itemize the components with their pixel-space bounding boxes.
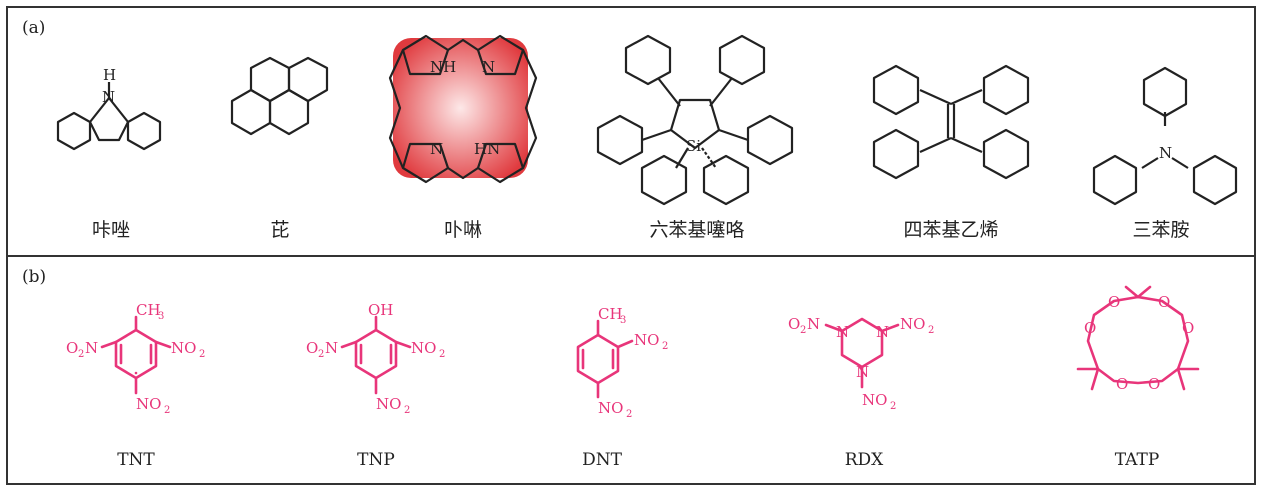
svg-text:2: 2: [662, 341, 668, 352]
svg-text:O: O: [306, 339, 318, 357]
svg-text:CH: CH: [136, 301, 161, 319]
svg-text:O: O: [1084, 319, 1096, 337]
svg-text:2: 2: [164, 405, 170, 416]
pyrene-label: 芘: [270, 219, 290, 241]
svg-text:O: O: [1182, 319, 1194, 337]
svg-text:Si: Si: [686, 137, 701, 155]
svg-text:2: 2: [439, 349, 445, 360]
svg-text:2: 2: [890, 401, 896, 412]
svg-text:N: N: [856, 363, 869, 381]
svg-text:NO: NO: [136, 395, 161, 413]
tetraphenylethylene-structure: [872, 64, 1030, 180]
svg-text:OH: OH: [368, 301, 393, 319]
hexaphenylsilole-structure: Si: [596, 34, 794, 206]
tatp-structure: O O O O O O: [1076, 285, 1200, 393]
svg-text:O: O: [788, 315, 800, 333]
svg-text:O: O: [1116, 375, 1128, 393]
svg-text:2: 2: [199, 349, 205, 360]
hexaphenylsilole-label: 六苯基噻咯: [649, 219, 745, 241]
panel-a-structures: H N NH N N HN: [56, 34, 1238, 206]
svg-text:NH: NH: [430, 58, 456, 76]
svg-text:N: N: [836, 323, 849, 341]
svg-text:3: 3: [158, 311, 164, 322]
svg-text:2: 2: [78, 349, 84, 360]
rdx-label: RDX: [844, 450, 884, 470]
tatp-label: TATP: [1114, 450, 1160, 470]
svg-text:NO: NO: [411, 339, 436, 357]
svg-text:O: O: [1148, 375, 1160, 393]
panel-a-label: (a): [22, 18, 46, 38]
panel-b-label: (b): [22, 267, 47, 287]
svg-text:H: H: [103, 66, 116, 84]
tetraphenylethylene-label: 四苯基乙烯: [903, 219, 999, 241]
triphenylamine-structure: N: [1092, 66, 1238, 206]
svg-text:2: 2: [928, 325, 934, 336]
svg-text:N: N: [325, 339, 338, 357]
panel-a: (a) H N: [6, 6, 1256, 257]
svg-text:3: 3: [620, 315, 626, 326]
svg-text:NO: NO: [171, 339, 196, 357]
svg-text:NO: NO: [598, 399, 623, 417]
pyrene-structure: [230, 56, 329, 136]
tnp-label: TNP: [357, 450, 395, 470]
carbazole-structure: H N: [56, 66, 162, 151]
svg-text:2: 2: [800, 325, 806, 336]
svg-text:N: N: [102, 88, 115, 106]
svg-text:NO: NO: [376, 395, 401, 413]
carbazole-label: 咔唑: [91, 219, 130, 241]
svg-text:O: O: [66, 339, 78, 357]
svg-text:2: 2: [404, 405, 410, 416]
svg-text:NO: NO: [900, 315, 925, 333]
triphenylamine-label: 三苯胺: [1132, 219, 1190, 241]
svg-text:O: O: [1108, 293, 1120, 311]
svg-text:CH: CH: [598, 305, 623, 323]
svg-text:N: N: [876, 323, 889, 341]
porphyrin-structure: NH N N HN: [388, 34, 538, 184]
svg-text:N: N: [482, 58, 495, 76]
svg-text:NO: NO: [862, 391, 887, 409]
tnt-label: TNT: [117, 450, 155, 470]
svg-text:NO: NO: [634, 331, 659, 349]
svg-text:N: N: [430, 140, 443, 158]
svg-text:2: 2: [318, 349, 324, 360]
svg-text:N: N: [807, 315, 820, 333]
porphyrin-label: 卟啉: [443, 219, 482, 241]
svg-text:N: N: [85, 339, 98, 357]
dnt-label: DNT: [582, 450, 622, 470]
svg-text:HN: HN: [474, 140, 500, 158]
svg-text:O: O: [1158, 293, 1170, 311]
svg-text:2: 2: [626, 409, 632, 420]
svg-text:N: N: [1159, 144, 1172, 162]
